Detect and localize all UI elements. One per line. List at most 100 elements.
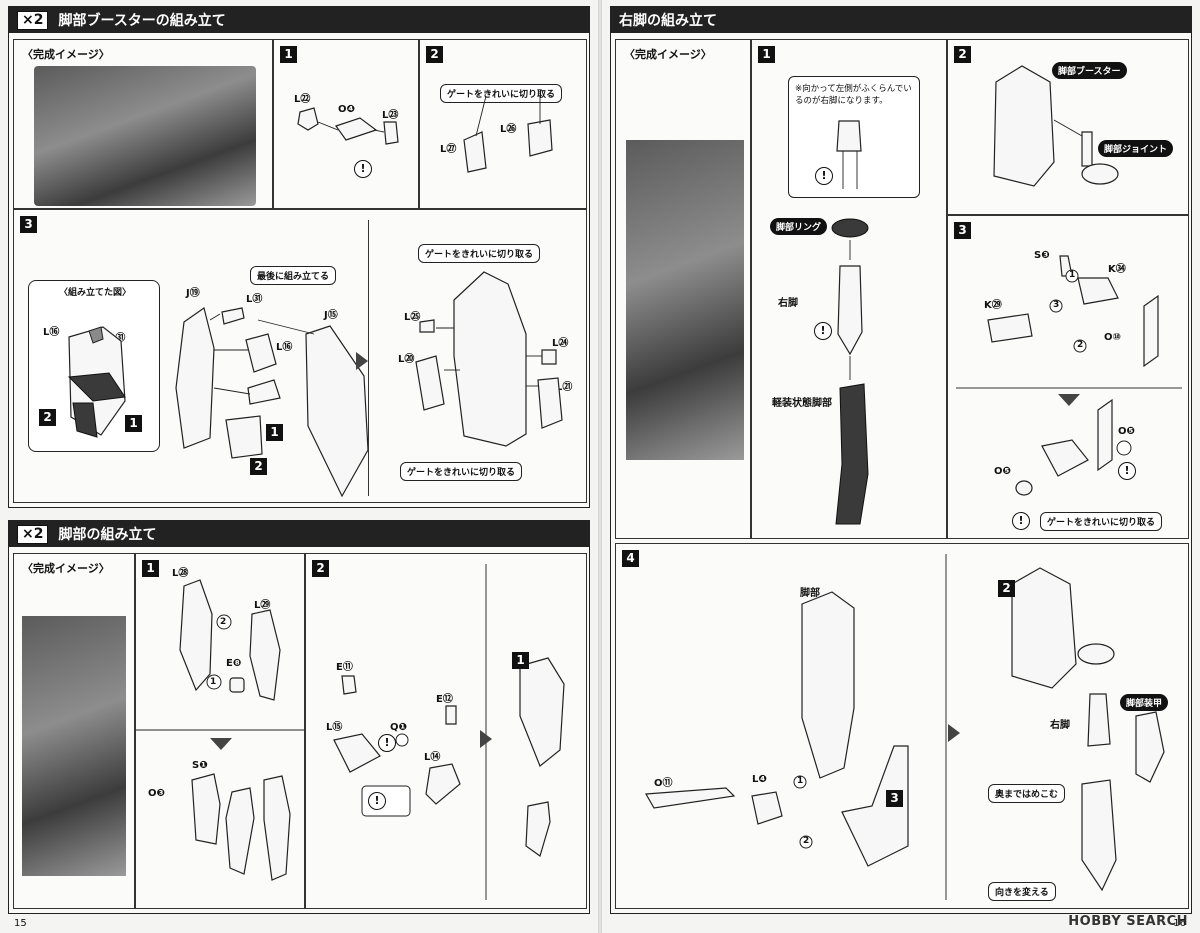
booster-step-2: 2 ゲートをきれいに切り取る L㉗ L㉖ — [419, 39, 587, 209]
right-complete-image-panel: 〈完成イメージ〉 — [615, 39, 751, 539]
part-label: S❸ — [1034, 250, 1050, 261]
multiplier-badge: ×2 — [17, 10, 49, 30]
assemble-last-callout: 最後に組み立てる — [250, 266, 337, 285]
multiplier-badge: ×2 — [17, 524, 49, 544]
label-leg: 脚部 — [800, 588, 820, 599]
flow-arrow — [356, 352, 368, 370]
gate-callout-top: ゲートをきれいに切り取る — [418, 244, 541, 263]
order-number: 1 — [797, 776, 804, 786]
flow-arrow-down — [1058, 394, 1080, 406]
step3-assembled-diagram — [415, 271, 563, 447]
label-leg-ring: 脚部リング — [770, 218, 828, 235]
assembled-label: 〈組み立てた図〉 — [59, 288, 132, 298]
part-label: S❶ — [192, 760, 208, 771]
part-label: O❹ — [338, 104, 355, 115]
label-right-leg: 右脚 — [778, 298, 798, 309]
page-number-left: 15 — [14, 918, 27, 929]
caution-icon: ! — [354, 160, 372, 178]
gate-callout: ゲートをきれいに切り取る — [1040, 512, 1163, 531]
complete-image-label: 〈完成イメージ〉 — [22, 48, 110, 61]
push-in-callout: 奥まではめこむ — [988, 784, 1066, 803]
note-bubble: ※向かって左側がふくらんでいるのが右脚になります。 ! — [788, 76, 920, 198]
label-leg-armor: 脚部装甲 — [1120, 694, 1169, 711]
order-number: 2 — [1077, 340, 1084, 350]
part-label: E⑫ — [436, 694, 453, 705]
leg-step-1: 1 L㉘ L㉙ E❽ 2 1 S❶ O❸ — [135, 553, 305, 909]
right-step-3: 3 S❸ K㉞ K㉙ O⑩ 1 3 2 O❺ — [947, 215, 1189, 539]
part-label: L㉛ — [246, 294, 263, 305]
right-complete-photo — [626, 140, 744, 460]
leg-complete-photo — [22, 616, 126, 876]
complete-image-label: 〈完成イメージ〉 — [624, 48, 712, 61]
step3-divider — [368, 220, 369, 496]
inset-diagram — [67, 326, 126, 438]
part-label: O⑪ — [654, 778, 673, 789]
flow-arrow — [948, 724, 960, 742]
part-label: L⑮ — [326, 722, 343, 733]
step-number: 3 — [954, 222, 971, 239]
right-step1-diagram — [831, 218, 869, 525]
step-number: 1 — [142, 560, 159, 577]
caution-icon: ! — [814, 322, 832, 340]
caution-icon: ! — [1118, 462, 1136, 480]
inset-step-number: 1 — [125, 415, 142, 432]
gate-callout: ゲートをきれいに切り取る — [440, 84, 563, 103]
sub-step-number: 1 — [512, 652, 529, 669]
step3-explode-diagram — [175, 307, 369, 498]
order-number: 3 — [1053, 300, 1060, 310]
flow-arrow — [480, 730, 492, 748]
leg-step1-diagram — [136, 579, 304, 881]
part-label: O⑩ — [1104, 332, 1121, 343]
note-diagram — [836, 120, 862, 189]
page-number-right: 16 — [1173, 918, 1186, 929]
part-label: L⑯ — [276, 342, 293, 353]
step-number: 4 — [622, 550, 639, 567]
complete-image-photo — [34, 66, 256, 206]
part-label: L㉗ — [440, 144, 457, 155]
step2-diagram — [463, 95, 553, 173]
caution-icon: ! — [368, 792, 386, 810]
section-title: 右脚の組み立て — [619, 13, 717, 29]
book-spine — [598, 0, 602, 933]
step-number: 2 — [312, 560, 329, 577]
step1-diagram — [297, 107, 399, 145]
leg-step2-diagram — [333, 564, 565, 900]
step-number: 3 — [20, 216, 37, 233]
leg-section-header: ×2 脚部の組み立て — [9, 521, 589, 547]
inset-step-number: 2 — [39, 409, 56, 426]
label-light-leg: 軽装状態脚部 — [772, 398, 832, 409]
part-label: L⑭ — [424, 752, 441, 763]
left-page: ×2 脚部ブースターの組み立て 〈完成イメージ〉 1 L㉒ O❹ L㉓ ! — [0, 0, 598, 933]
step-number: 1 — [280, 46, 297, 63]
part-label: O❺ — [994, 466, 1011, 477]
label-leg-booster: 脚部ブースター — [1052, 62, 1127, 79]
right-step4-diagram — [645, 554, 1165, 900]
part-label: J⑲ — [186, 288, 200, 299]
part-label: L㉙ — [254, 600, 271, 611]
leg-step-2: 2 E⑪ E⑫ L⑮ Q❶ L⑭ ! ! 1 — [305, 553, 587, 909]
section-title: 脚部ブースターの組み立て — [58, 13, 226, 29]
right-step3-diagram — [956, 255, 1182, 496]
order-number: 2 — [220, 617, 227, 627]
explode-step-number: 2 — [250, 458, 267, 475]
part-label: L⑯ — [43, 327, 60, 338]
part-label: L㉘ — [172, 568, 189, 579]
assembled-inset: 〈組み立てた図〉 L⑯ L㉛ 2 1 — [28, 280, 160, 452]
booster-section-header: ×2 脚部ブースターの組み立て — [9, 7, 589, 33]
gate-callout-bottom: ゲートをきれいに切り取る — [400, 462, 523, 481]
sub-step-number: 3 — [886, 790, 903, 807]
order-number: 1 — [1069, 270, 1076, 280]
part-label: E❽ — [226, 658, 242, 669]
right-leg-header: 右脚の組み立て — [611, 7, 1191, 33]
part-label: L⑳ — [398, 354, 415, 365]
part-label: O❸ — [148, 788, 165, 799]
step-number: 2 — [954, 46, 971, 63]
complete-image-label: 〈完成イメージ〉 — [22, 562, 110, 575]
right-step2-diagram — [993, 65, 1119, 187]
part-label: K㉞ — [1108, 264, 1126, 275]
step-number: 2 — [426, 46, 443, 63]
part-label: L㉕ — [404, 312, 421, 323]
right-step-2: 2 脚部ブースター 脚部ジョイント — [947, 39, 1189, 215]
right-leg-section: 右脚の組み立て 〈完成イメージ〉 1 ※向かって左側がふくらんでいるのが右脚にな… — [610, 6, 1192, 914]
watermark: HOBBY SEARCH — [1068, 914, 1188, 929]
